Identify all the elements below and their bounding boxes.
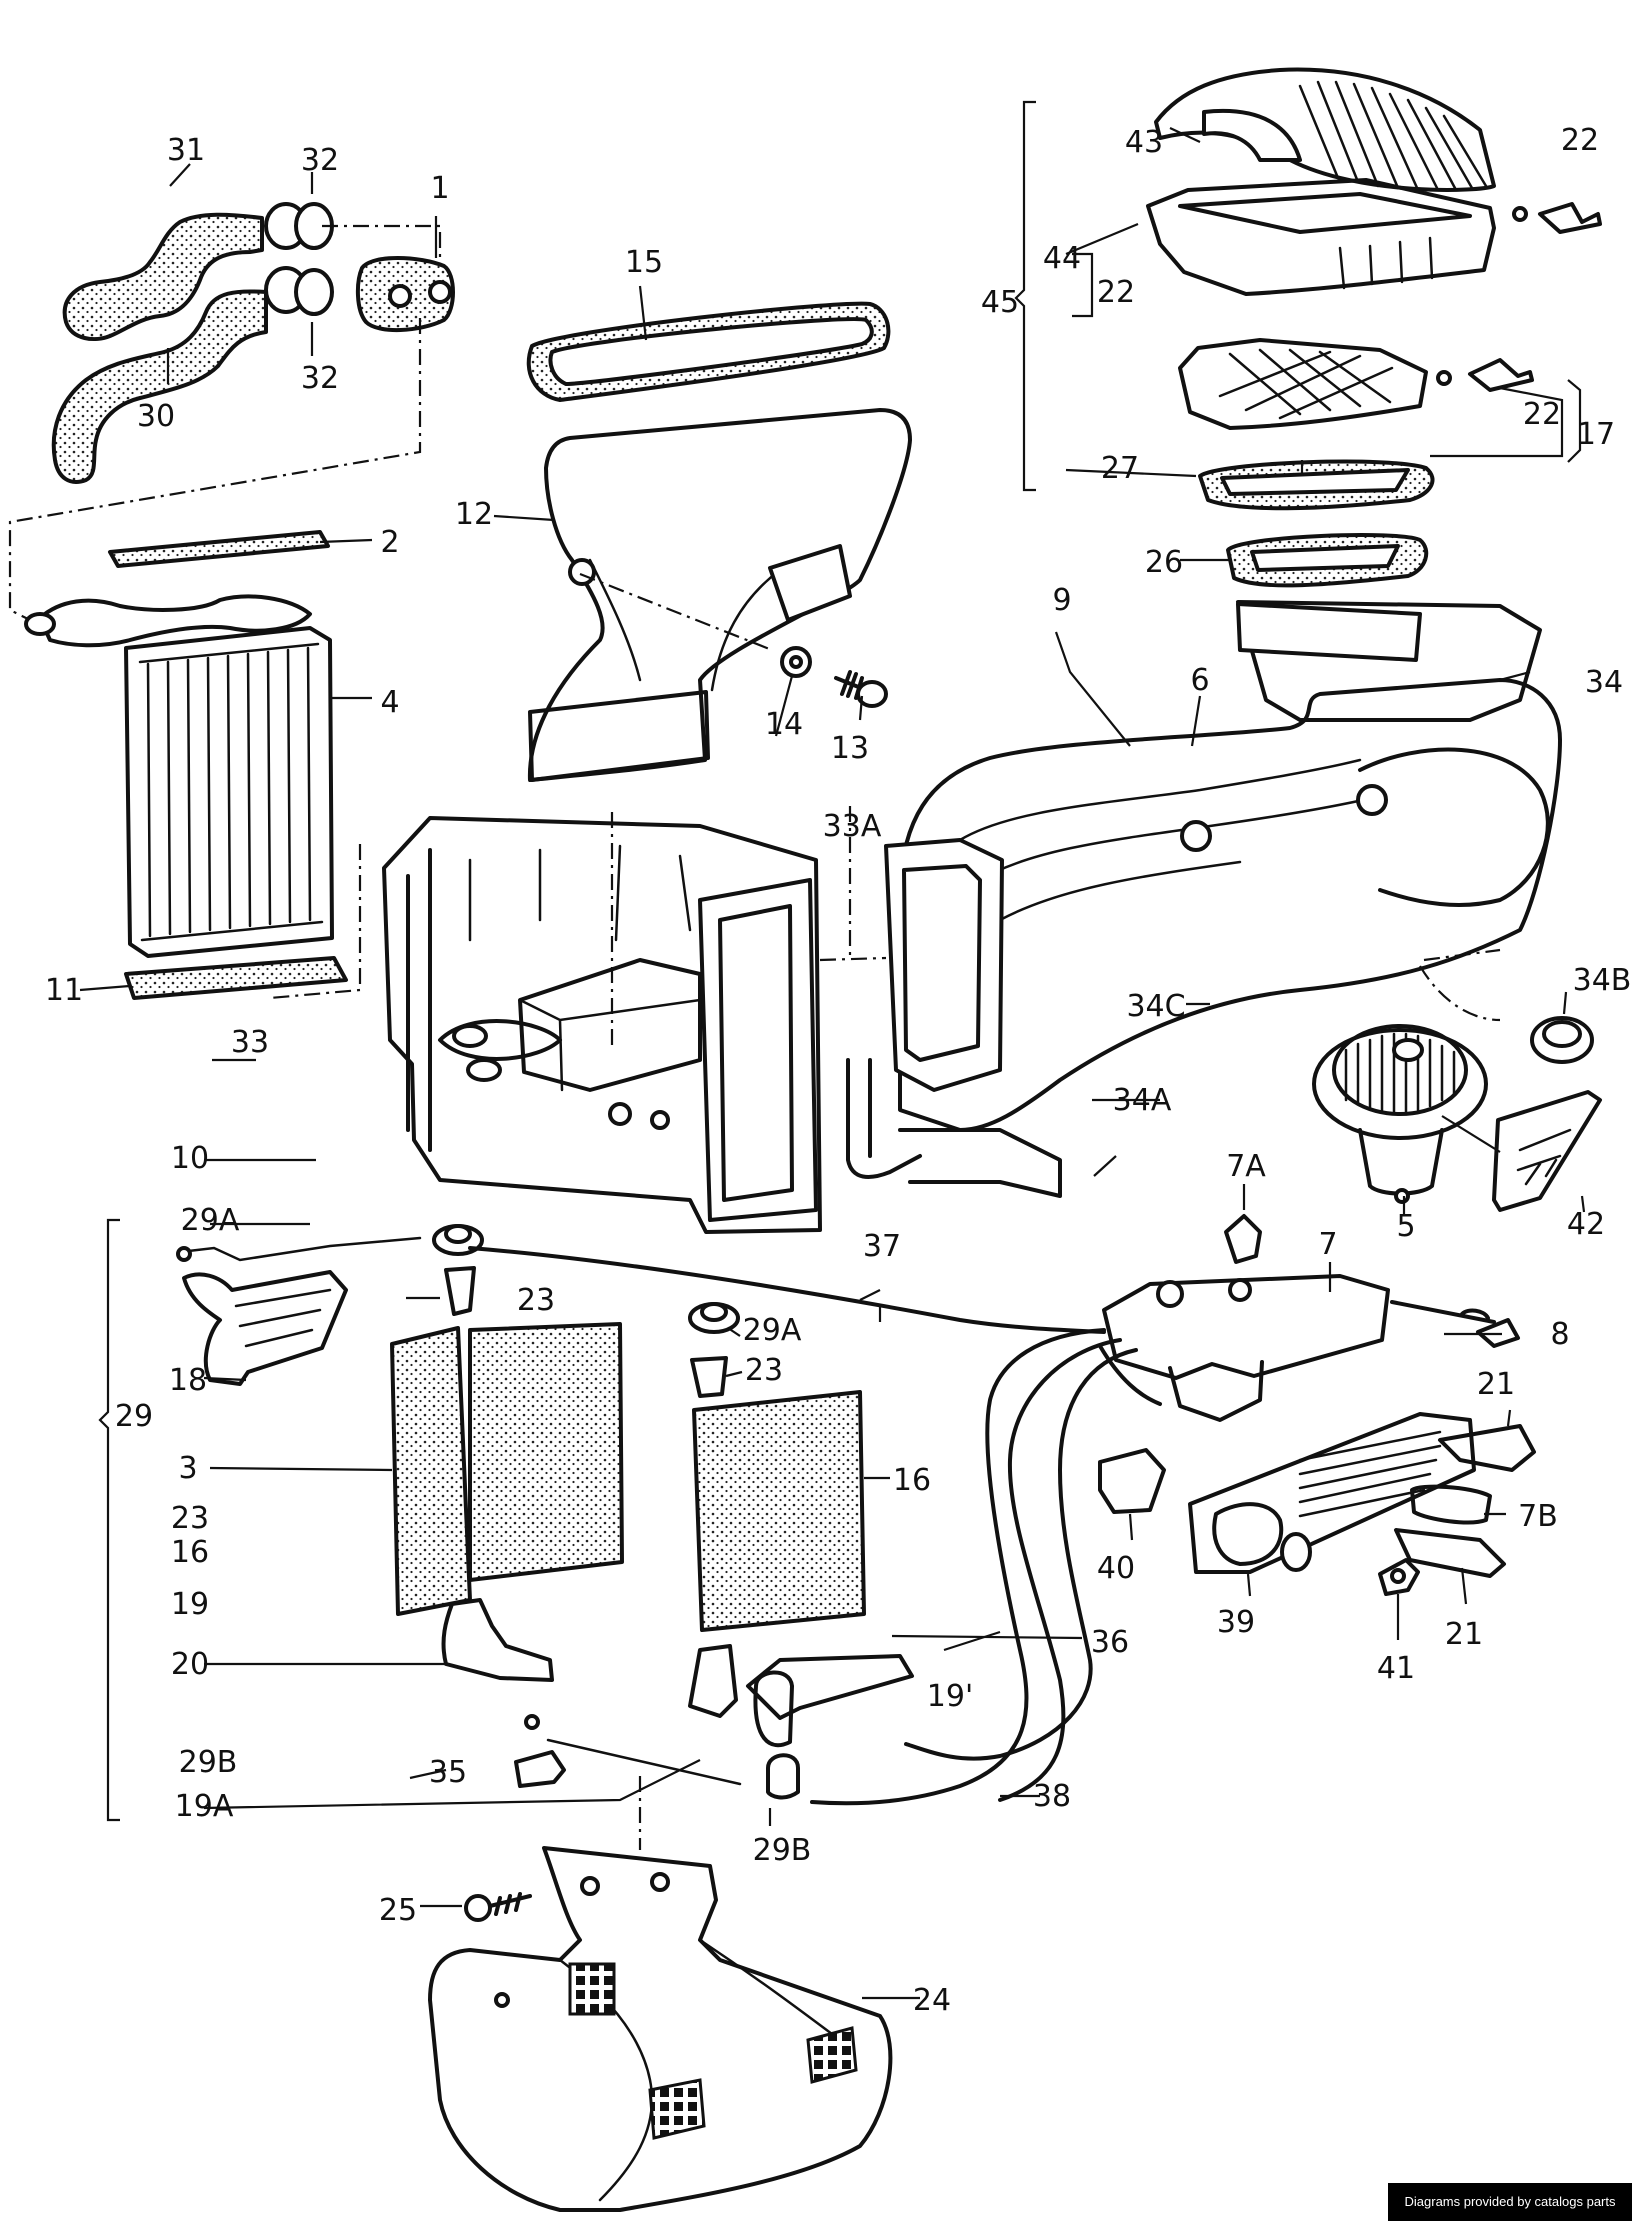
screw-icon-25: [464, 1892, 532, 1922]
callout-29a-right: 29A: [743, 1313, 802, 1348]
resistor-icon: [1492, 1090, 1602, 1212]
callout-7a: 7A: [1226, 1149, 1266, 1184]
callout-19-prime: 19': [927, 1679, 973, 1714]
callout-7b: 7B: [1518, 1499, 1558, 1534]
callout-11: 11: [45, 973, 83, 1008]
callout-1: 1: [430, 171, 449, 206]
callout-4: 4: [380, 685, 399, 720]
callout-3: 3: [178, 1451, 197, 1486]
callout-38: 38: [1033, 1779, 1071, 1814]
callout-23c: 23: [171, 1501, 209, 1536]
callout-14: 14: [765, 707, 803, 742]
callout-22a: 22: [1561, 123, 1599, 158]
pipe-icon: [846, 1058, 1062, 1198]
callout-9: 9: [1052, 583, 1071, 618]
blower-motor-icon: [1312, 948, 1501, 1204]
callout-29: 29: [115, 1399, 153, 1434]
callout-29b: 29B: [753, 1833, 812, 1868]
callout-43: 43: [1125, 125, 1163, 160]
clip-icon: [1436, 202, 1602, 392]
footwell-outlet-icon: [428, 1846, 893, 2212]
callout-5: 5: [1396, 1209, 1415, 1244]
callout-8: 8: [1550, 1317, 1569, 1352]
heater-housing-icon: [382, 816, 822, 1234]
blower-housing-icon: [898, 600, 1562, 1132]
callout-33a: 33A: [823, 809, 882, 844]
callout-32b: 32: [301, 361, 339, 396]
air-duct-icon: [526, 301, 912, 782]
callout-36: 36: [1091, 1625, 1129, 1660]
grommet-icon: [355, 256, 455, 332]
callout-29b-list: 29B: [179, 1745, 238, 1780]
callout-22c: 22: [1523, 397, 1561, 432]
callout-35: 35: [429, 1755, 467, 1790]
air-filter-icon: [1146, 67, 1496, 588]
flap-icon: [182, 1270, 914, 1748]
callout-7: 7: [1318, 1227, 1337, 1262]
callout-20: 20: [171, 1647, 209, 1682]
callout-18: 18: [169, 1363, 207, 1398]
callout-13: 13: [831, 731, 869, 766]
callout-12: 12: [455, 497, 493, 532]
callout-37: 37: [863, 1229, 901, 1264]
callout-45: 45: [981, 285, 1019, 320]
callout-16: 16: [893, 1463, 931, 1498]
callout-10: 10: [171, 1141, 209, 1176]
callout-19-list: 19: [171, 1587, 209, 1622]
leader-lines: [79, 100, 1586, 2000]
callout-6: 6: [1190, 663, 1209, 698]
callout-40: 40: [1097, 1551, 1135, 1586]
callout-16-list: 16: [171, 1535, 209, 1570]
callout-2: 2: [380, 525, 399, 560]
callout-21a: 21: [1477, 1367, 1515, 1402]
callout-labels: 31 32 1 32 30 15 12 2 4 11 14 13 9 6 33A…: [45, 123, 1631, 2018]
callout-29a-left: 29A: [181, 1203, 240, 1238]
callout-23a: 23: [517, 1283, 555, 1318]
callout-19a: 19A: [175, 1789, 234, 1824]
callout-34: 34: [1585, 665, 1623, 700]
screw-icon: [780, 646, 888, 708]
callout-17: 17: [1577, 417, 1615, 452]
callout-42: 42: [1567, 1207, 1605, 1242]
control-panel-icon: [1098, 1214, 1536, 1596]
callout-32: 32: [301, 143, 339, 178]
callout-41: 41: [1377, 1651, 1415, 1686]
callout-15: 15: [625, 245, 663, 280]
callout-22b: 22: [1097, 275, 1135, 310]
credit-badge: Diagrams provided by catalogs parts: [1388, 2183, 1632, 2221]
heater-hose-icon: [51, 212, 268, 484]
filter-frame-icon: [884, 838, 1004, 1092]
callout-23b: 23: [745, 1353, 783, 1388]
callout-39: 39: [1217, 1605, 1255, 1640]
callout-44: 44: [1043, 241, 1081, 276]
callout-24: 24: [913, 1983, 951, 2018]
bowden-cable-icon: [468, 1246, 1138, 1806]
fitting-icon: [176, 1224, 800, 1800]
callout-30: 30: [137, 399, 175, 434]
callout-25: 25: [379, 1893, 417, 1928]
callout-27: 27: [1101, 451, 1139, 486]
callout-31: 31: [167, 133, 205, 168]
callout-34c: 34C: [1126, 989, 1185, 1024]
callout-34b: 34B: [1573, 963, 1632, 998]
clip-ring-icon: [1530, 1016, 1594, 1064]
callout-33: 33: [231, 1025, 269, 1060]
callout-26: 26: [1145, 545, 1183, 580]
heater-core-icon: [24, 530, 348, 1000]
hose-clamp-icon: [264, 202, 334, 316]
callout-34a: 34A: [1113, 1083, 1172, 1118]
callout-21b: 21: [1445, 1617, 1483, 1652]
